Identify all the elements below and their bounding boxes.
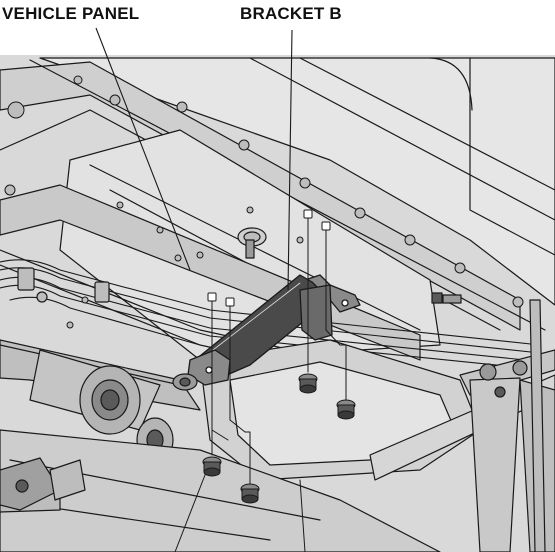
connector (431, 292, 462, 304)
suspension-arm (369, 349, 555, 552)
bottom-leader-line (174, 474, 206, 552)
underbody-drawing (0, 55, 555, 552)
bracket-b-leader (287, 29, 293, 291)
door-sill-panel (39, 57, 555, 306)
lower-floor-panel (0, 429, 441, 552)
line-clips (17, 267, 110, 303)
flange-nuts (202, 373, 356, 504)
stud-bolts (207, 209, 331, 307)
pipe-clamp (172, 373, 198, 391)
bracket-b-label: BRACKET B (240, 4, 342, 23)
installation-guide-lines (211, 211, 347, 486)
vehicle-panel-leader (95, 27, 191, 271)
drain-plug (237, 227, 267, 259)
fuel-brake-lines (0, 259, 546, 371)
floor-holes (66, 201, 304, 329)
stabilizer-rod (529, 299, 546, 552)
lower-left-mount (0, 457, 86, 511)
upper-rail (0, 61, 521, 331)
vehicle-panel-label: VEHICLE PANEL (2, 4, 140, 23)
bracket-b-lower-leader (299, 479, 306, 552)
